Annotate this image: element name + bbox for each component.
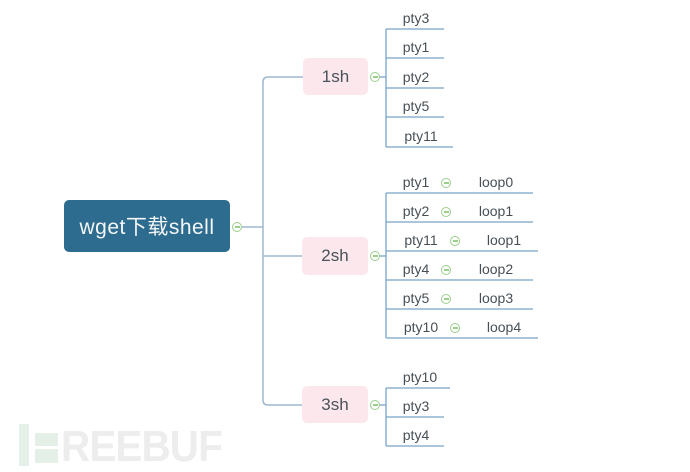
freebuf-logo-icon [19, 424, 29, 466]
minus-glyph [372, 404, 378, 406]
minus-glyph [372, 255, 378, 257]
leaf-topic[interactable]: pty5 [402, 98, 430, 114]
freebuf-logo-icon [35, 433, 58, 446]
leaf-topic[interactable]: pty10 [402, 369, 438, 385]
branch-label: 2sh [321, 246, 349, 265]
collapse-icon[interactable] [441, 207, 451, 217]
leaf-topic[interactable]: pty1 [402, 174, 430, 190]
leaf-topic[interactable]: pty3 [402, 398, 430, 414]
leaf-topic[interactable]: loop0 [478, 174, 514, 190]
minus-glyph [443, 298, 449, 300]
leaf-topic[interactable]: pty4 [402, 427, 430, 443]
minus-glyph [452, 327, 458, 329]
freebuf-logo-icon [35, 449, 58, 463]
minus-glyph [443, 182, 449, 184]
collapse-icon[interactable] [441, 265, 451, 275]
leaf-topic[interactable]: pty11 [404, 232, 438, 248]
leaf-topic[interactable]: loop1 [486, 232, 522, 248]
collapse-icon[interactable] [450, 236, 460, 246]
leaf-topic[interactable]: pty1 [402, 39, 430, 55]
leaf-topic[interactable]: pty11 [404, 128, 438, 144]
collapse-icon[interactable] [450, 323, 460, 333]
freebuf-watermark-text: REEBUF [61, 422, 223, 471]
leaf-topic[interactable]: loop3 [478, 290, 514, 306]
collapse-icon[interactable] [441, 178, 451, 188]
branch-topic-2sh[interactable]: 2sh [302, 237, 368, 275]
branch-label: 3sh [321, 394, 349, 414]
branch-topic-1sh[interactable]: 1sh [303, 58, 368, 95]
collapse-icon[interactable] [370, 72, 380, 82]
minus-glyph [372, 76, 378, 78]
main-spine-line [262, 76, 303, 406]
leaf-topic[interactable]: loop4 [486, 319, 522, 335]
leaf-topic[interactable]: loop1 [478, 203, 514, 219]
collapse-icon[interactable] [370, 400, 380, 410]
root-topic[interactable]: wget下载shell [64, 200, 230, 252]
minus-glyph [234, 226, 240, 228]
leaf-topic[interactable]: pty2 [402, 69, 430, 85]
leaf-topic[interactable]: pty4 [402, 261, 430, 277]
root-topic-label: wget下载shell [79, 216, 215, 239]
collapse-icon[interactable] [441, 294, 451, 304]
leaf-topic[interactable]: pty5 [402, 290, 430, 306]
leaf-topic[interactable]: pty2 [402, 203, 430, 219]
leaf-topic[interactable]: loop2 [478, 261, 514, 277]
minus-glyph [452, 240, 458, 242]
minus-glyph [443, 211, 449, 213]
branch-topic-3sh[interactable]: 3sh [302, 386, 368, 423]
minus-glyph [443, 269, 449, 271]
leaf-topic[interactable]: pty3 [402, 10, 430, 26]
branch-label: 1sh [321, 66, 350, 86]
leaf-topic[interactable]: pty10 [403, 319, 439, 335]
collapse-icon[interactable] [232, 222, 242, 232]
collapse-icon[interactable] [370, 251, 380, 261]
